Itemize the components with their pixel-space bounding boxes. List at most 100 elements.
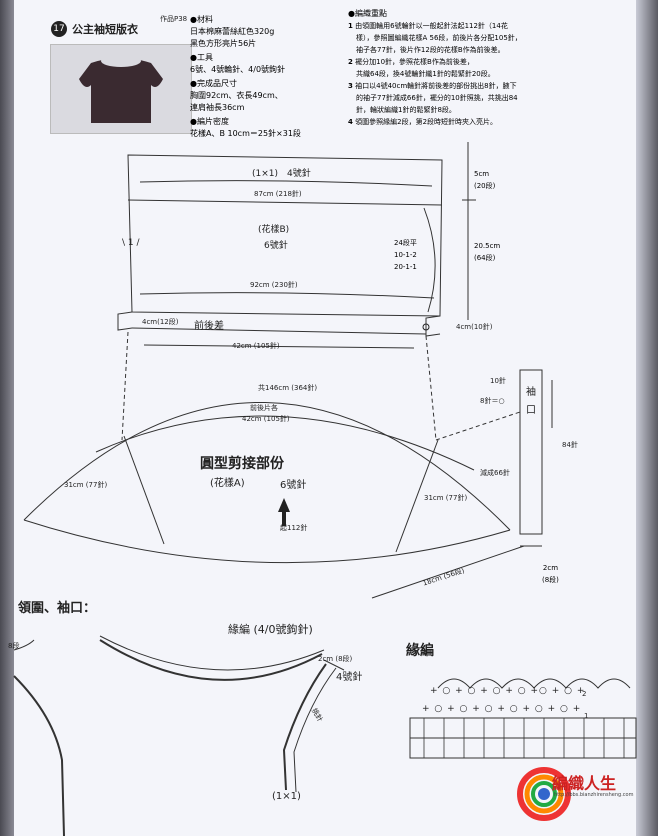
logo-text: 編織人生 xyxy=(552,774,617,793)
sleeve-cuff-outline xyxy=(519,369,543,535)
site-logo: 編織人生 http://bbs.bianzhirensheng.com xyxy=(514,760,654,830)
sleeve-connector-dashed xyxy=(435,411,521,441)
yoke-outer-curve xyxy=(23,401,511,531)
pattern-number-badge: 17 xyxy=(51,21,67,37)
note-2-line-2: 共織64段，換4號輪針織1針的鬆緊針20段。 xyxy=(356,70,495,78)
yoke-front-back-arc xyxy=(95,415,475,471)
note-1-line-2: 樣），參照圖編織花樣A 56段，前後片各分配105針， xyxy=(356,34,522,42)
note-2-num: 2 xyxy=(348,58,353,66)
pattern-b-label: (花樣B) xyxy=(258,225,290,235)
edging-chain-arcs xyxy=(437,678,631,689)
hem-width-arrow xyxy=(139,292,435,299)
rib-width-arrow xyxy=(139,180,433,187)
note-1: 1 由領圍輪用6號輪針以一般起針法起112針（14花 xyxy=(348,20,618,32)
left-ease-outline xyxy=(117,311,133,331)
edging-chart-row-2: + ○ + ○ + ○ + ○ + ○ + ○ + xyxy=(422,704,582,714)
sleeve-total-stitches: 84針 xyxy=(562,441,578,449)
edging-chart-title: 緣編 xyxy=(406,643,434,659)
right-ease-outline xyxy=(425,315,441,337)
edging-pointer-line xyxy=(323,659,345,671)
yoke-right-guide xyxy=(395,439,439,553)
increase-rule-3: 20-1-1 xyxy=(394,263,417,271)
yoke-title: 圓型剪接部份 xyxy=(200,456,284,472)
rib-label: (1×1) 4號針 xyxy=(252,169,311,179)
note-3-num: 3 xyxy=(348,82,353,90)
logo-ring-middle xyxy=(524,774,564,814)
neck-section-title: 領圍、袖口： xyxy=(18,601,97,616)
tools-title: ●工具 xyxy=(190,53,213,62)
materials-line-2: 黑色方形亮片56片 xyxy=(190,39,257,48)
yoke-left-guide xyxy=(123,435,165,545)
note-3-line-2: 的袖子77針減成66針，襬分的10針照挑，共挑出84 xyxy=(356,94,518,102)
logo-svg xyxy=(517,767,571,821)
bottom-width: 42cm (105針) xyxy=(232,342,280,350)
size-title: ●完成品尺寸 xyxy=(190,79,237,88)
rib-width: 87cm (218針) xyxy=(254,190,302,198)
logo-url: http://bbs.bianzhirensheng.com xyxy=(554,792,634,798)
note-2-line-1: 襬分加10針，參照花樣B作為前後差， xyxy=(355,58,474,66)
yoke-pattern: (花樣A) xyxy=(210,478,245,489)
notes-block: ●編織重點 1 由領圍輪用6號輪針以一般起針法起112針（14花 樣），參照圖編… xyxy=(348,8,618,128)
side-mark: \ 1 / xyxy=(122,238,140,248)
left-fragment-curve xyxy=(13,639,35,651)
note-4-num: 4 xyxy=(348,118,353,126)
sleeve-height-rows: (8段) xyxy=(542,576,559,584)
ease-label: 前後差 xyxy=(194,321,224,332)
logo-center xyxy=(538,788,550,800)
yoke-right-sleeve: 31cm (77針) xyxy=(424,494,468,502)
front-back-label: 前後片各 xyxy=(250,404,278,412)
edging-chart-superscript: 2 xyxy=(582,690,587,698)
yoke-needle: 6號針 xyxy=(280,480,307,491)
note-1-num: 1 xyxy=(348,22,353,30)
yoke-inner-curve xyxy=(23,519,511,564)
neckline-curve xyxy=(99,639,323,681)
notes-title: ●編織重點 xyxy=(348,9,387,18)
right-increase: 4cm(10針) xyxy=(456,323,493,331)
increase-curve xyxy=(423,207,436,313)
page-edge xyxy=(636,0,658,836)
body-piece-outline xyxy=(127,154,443,317)
body-needle-label: 6號針 xyxy=(264,241,288,251)
body-height: 20.5cm (64段) xyxy=(474,240,500,264)
note-3-line-3: 針，輪狀編織1針的鬆緊針8段。 xyxy=(356,106,456,114)
pattern-diagram-svg xyxy=(13,142,637,836)
note-1-line-3: 袖子各77針，後片作12段的花樣B作為前後差。 xyxy=(356,46,505,54)
rib-height-cm: 5cm xyxy=(474,170,490,178)
book-spine xyxy=(0,0,14,836)
yoke-left-sleeve: 31cm (77針) xyxy=(64,481,108,489)
note-3: 3 袖口以4號40cm輪針將前後差的部份挑出8針，腋下 xyxy=(348,80,618,92)
ease-bottom-line xyxy=(131,327,427,335)
hem-width: 92cm (230針) xyxy=(250,281,298,289)
sleeve-decrease: 減成66針 xyxy=(480,469,510,477)
bottom-width-arrow xyxy=(143,344,415,349)
yoke-height-arrow xyxy=(371,545,525,599)
tools-line: 6號、4號輪針、4/0號鉤針 xyxy=(190,65,286,74)
edging-label: 緣編 (4/0號鉤針) xyxy=(228,623,313,636)
cast-on-arrowhead xyxy=(278,498,290,512)
sleeve-top-stitches: 10針 xyxy=(490,377,506,385)
front-back-width: 42cm (105針) xyxy=(242,415,290,423)
garment-photo xyxy=(50,44,192,134)
logo-ring-outer xyxy=(517,767,571,821)
logo-ring-inner xyxy=(531,781,557,807)
left-connector-dashed xyxy=(121,331,129,441)
sleeve-height-cm: 2cm xyxy=(542,564,559,572)
neckline-shape xyxy=(101,55,141,67)
right-connector-dashed xyxy=(425,335,437,441)
body-height-cm: 20.5cm xyxy=(474,242,501,250)
garment-photo-svg xyxy=(51,45,191,133)
note-2: 2 襬分加10針，參照花樣B作為前後差， xyxy=(348,56,618,68)
cast-on-label: 起112針 xyxy=(280,524,308,532)
work-page-tag: 作品P38 xyxy=(160,15,188,23)
sleeve-height: 2cm (8段) xyxy=(542,562,559,586)
materials-block: ●材料 日本棉麻蕾絲紅色320g 黑色方形亮片56片 ●工具 6號、4號輪針、4… xyxy=(190,14,301,140)
armhole-curve xyxy=(282,663,327,791)
materials-title: ●材料 xyxy=(190,15,213,24)
gauge-line: 花樣A、B 10cm＝25針×31段 xyxy=(190,129,301,138)
sleeve-label: 袖口 xyxy=(526,387,536,416)
note-4: 4 領圍參照緣編2段，第2段時短針時夾入亮片。 xyxy=(348,116,618,128)
note-4-line-1: 領圍參照緣編2段，第2段時短針時夾入亮片。 xyxy=(355,118,498,126)
button-hole-mark xyxy=(422,323,430,331)
note-3-line-1: 袖口以4號40cm輪針將前後差的部份挑出8針，腋下 xyxy=(355,82,517,90)
gauge-title: ●編片密度 xyxy=(190,117,229,126)
